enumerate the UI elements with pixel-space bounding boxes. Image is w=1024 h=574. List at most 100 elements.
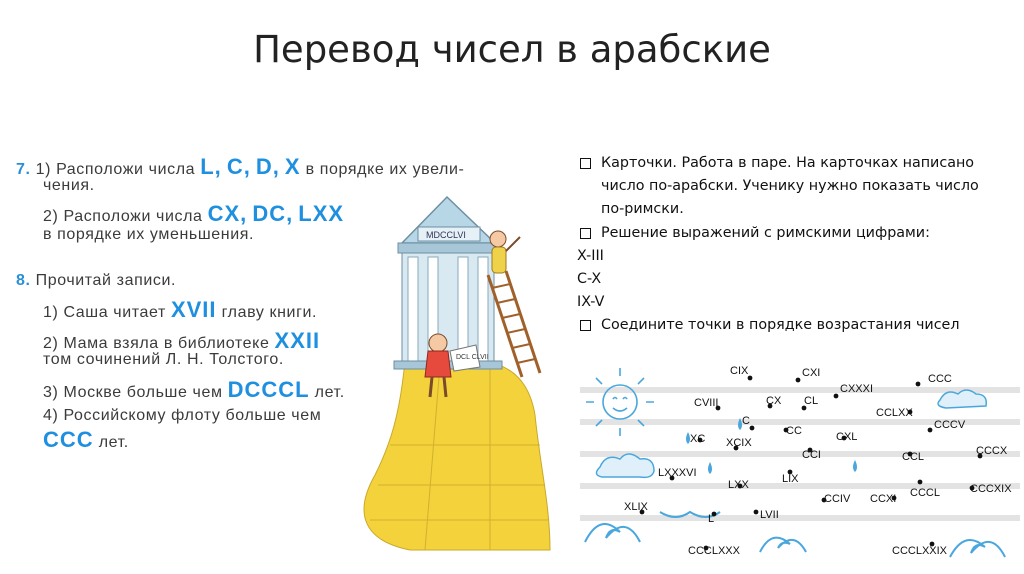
scroll-text: DCL CLVII <box>456 354 489 361</box>
expression-1: X-III <box>577 247 604 264</box>
bullet-cards: Карточки. Работа в паре. На карточках на… <box>577 152 997 222</box>
task8-item3-prefix: 3) Москве больше чем <box>43 384 223 401</box>
task7-line2: чения. <box>43 177 95 194</box>
connect-dot <box>715 405 721 411</box>
dot-label: CCCLXXX <box>688 545 741 557</box>
dot-label: CCCXIX <box>970 483 1012 495</box>
connect-dot <box>783 427 789 433</box>
dot-label: CL <box>804 395 818 407</box>
checkbox-bullet-icon <box>580 227 591 239</box>
task7-item2-prefix: 2) Расположи числа <box>43 208 203 225</box>
dot-label: LXXXVI <box>658 467 697 479</box>
dot-label: CCI <box>802 449 821 461</box>
connect-dot <box>917 479 923 485</box>
dot-label: LIX <box>782 473 799 485</box>
task8-item1: 1) Саша читает XVII главу книги. <box>43 297 317 323</box>
connect-dot <box>977 453 983 459</box>
building-sign: MDCCLVI <box>426 230 466 240</box>
connect-dot <box>907 409 913 415</box>
dot-label: CXXXI <box>840 383 873 395</box>
connect-dot <box>927 427 933 433</box>
task8-item3-suffix: лет. <box>314 384 345 401</box>
numeral-cx: CX, <box>207 201 248 226</box>
dot-label: C <box>742 415 750 427</box>
task8-heading: Прочитай записи. <box>35 272 177 289</box>
connect-dot <box>749 425 755 431</box>
dot-label: XLIX <box>624 501 649 513</box>
expression-3: IX-V <box>577 294 605 311</box>
waves <box>584 510 1006 558</box>
task8-item1-suffix: главу книги. <box>221 304 318 321</box>
connect-dot <box>969 485 975 491</box>
dot-label: CCCLXXIX <box>892 545 948 557</box>
connect-dot <box>669 475 675 481</box>
dot-label: CCL <box>902 451 924 463</box>
dot-label: CCCL <box>910 487 940 499</box>
dot-label: LVII <box>760 509 779 521</box>
numeral-x: X <box>284 154 301 179</box>
task8-item2-line2: том сочинений Л. Н. Толстого. <box>43 351 284 368</box>
dot-label: CXI <box>802 367 820 379</box>
dot-label: CCIV <box>824 493 851 505</box>
bullet-connect-dots-text: Соедините точки в порядке возрастания чи… <box>601 317 960 334</box>
bullet-expressions-text: Решение выражений с римскими цифрами: <box>601 224 930 241</box>
checkbox-bullet-icon <box>580 158 591 169</box>
dot-label: CIX <box>730 365 749 377</box>
connect-dot <box>747 375 753 381</box>
connect-dot <box>801 405 807 411</box>
instructions: Карточки. Работа в паре. На карточках на… <box>577 152 997 338</box>
faint-background-lines <box>580 387 1020 521</box>
yellow-road <box>363 359 551 551</box>
connect-dot <box>841 435 847 441</box>
bullet-connect-dots: Соедините точки в порядке возрастания чи… <box>577 314 997 337</box>
boy-with-scroll <box>424 333 481 398</box>
connect-dot <box>821 497 827 503</box>
numeral-dcccl: DCCCL <box>227 377 310 402</box>
connect-dot <box>907 451 913 457</box>
task7-line1: 7. 1) Расположи числа L, C, D, X в поряд… <box>16 154 464 180</box>
task8-item4-line2: CCC лет. <box>43 427 129 453</box>
task7-item2-line2: в порядке их уменьшения. <box>43 226 255 243</box>
cloud-icon <box>937 389 988 409</box>
dot-label: XC <box>690 433 705 445</box>
library-building <box>393 195 503 370</box>
numeral-c: C, <box>226 154 251 179</box>
connect-dot <box>833 393 839 399</box>
dot-label: CVIII <box>694 397 718 409</box>
connect-dot <box>711 511 717 517</box>
dot-label: XCIX <box>726 437 752 449</box>
bullet-expressions: Решение выражений с римскими цифрами: <box>577 222 997 245</box>
task7-item1-suffix: в порядке их увели- <box>305 161 465 178</box>
sun-icon <box>586 368 654 436</box>
textbook-illustration: 7. 1) Расположи числа L, C, D, X в поряд… <box>10 145 570 565</box>
dot-label: CXL <box>836 431 857 443</box>
task7-item1-prefix: 1) Расположи числа <box>35 161 196 178</box>
connect-dot <box>787 469 793 475</box>
connect-dot <box>767 403 773 409</box>
task8-item2: 2) Мама взяла в библиотеке XXII <box>43 328 320 354</box>
task8-heading-line: 8. Прочитай записи. <box>16 272 176 290</box>
dot-label: CC <box>786 425 802 437</box>
task8-number: 8. <box>16 272 31 289</box>
connect-dot <box>639 509 645 515</box>
girl-on-ladder <box>489 230 521 274</box>
expression-2: C-X <box>577 271 602 288</box>
numeral-xxii: XXII <box>274 328 321 353</box>
dot-label: CCC <box>928 373 952 385</box>
task8-item4-suffix: лет. <box>98 434 129 451</box>
task8-item3: 3) Москве больше чем DCCCL лет. <box>43 377 345 403</box>
numeral-dc: DC, <box>252 201 294 226</box>
numeral-xvii: XVII <box>170 297 217 322</box>
numeral-ccc: CCC <box>43 427 94 452</box>
cloud-icon <box>595 453 655 479</box>
dot-label: CCCX <box>976 445 1008 457</box>
raindrops <box>686 418 857 474</box>
connect-dot <box>753 509 759 515</box>
connect-dot <box>795 377 801 383</box>
connect-dot <box>697 437 703 443</box>
task7-number: 7. <box>16 161 31 178</box>
connect-dot <box>915 381 921 387</box>
dot-label: CX <box>766 395 782 407</box>
